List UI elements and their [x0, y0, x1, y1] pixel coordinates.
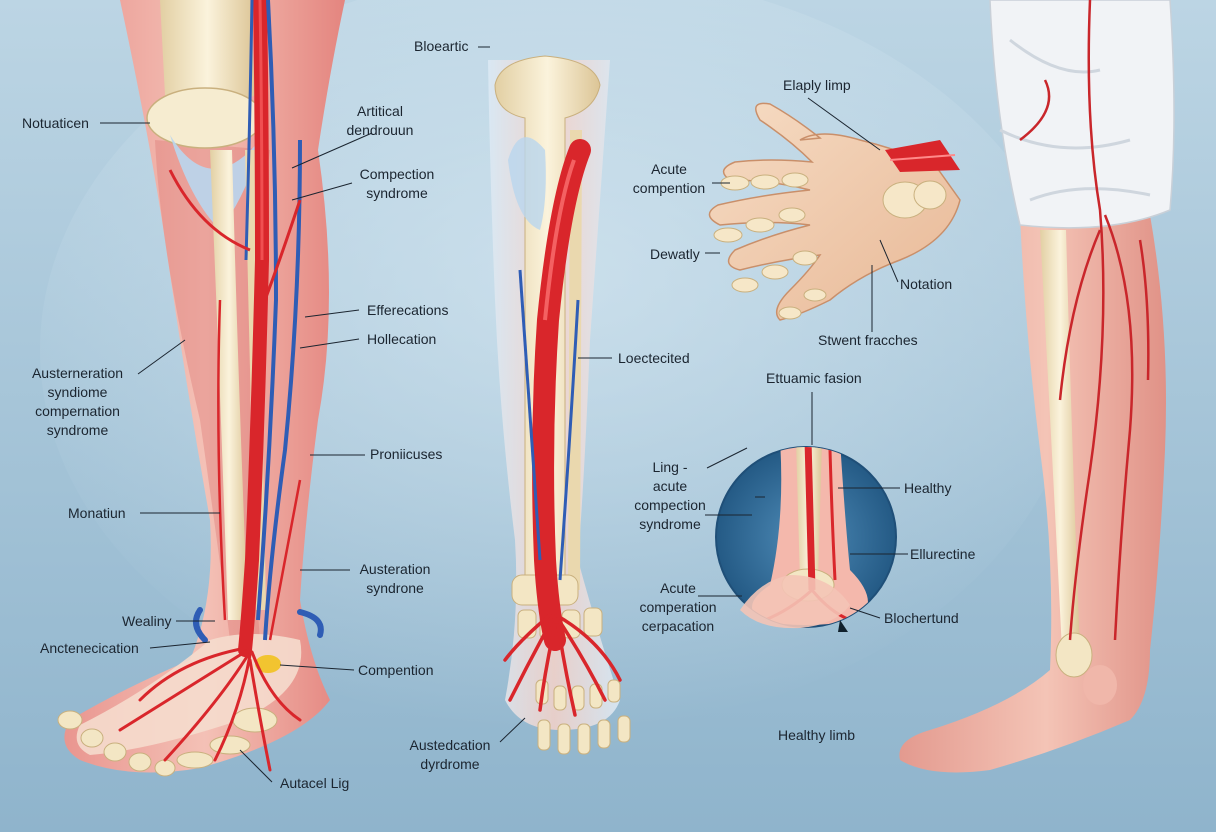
label-notuaticen: Notuaticen	[22, 115, 89, 131]
label-healthy-limb: Healthy limb	[778, 727, 856, 743]
hand-illustration	[708, 102, 961, 321]
label-bloeartic: Bloeartic	[414, 38, 469, 54]
label-compection-syndrome: Compection syndrome	[359, 166, 435, 201]
label-efferecations: Efferecations	[367, 302, 449, 318]
label-dewatly: Dewatly	[650, 246, 700, 262]
left-leg-illustration	[57, 0, 345, 777]
label-monatiun: Monatiun	[68, 505, 126, 521]
leader-lines	[100, 46, 908, 783]
middle-leg-illustration	[488, 55, 631, 755]
label-stwent-fracches: Stwent fracches	[818, 332, 918, 348]
label-acute-compention: Acute compention	[632, 161, 706, 196]
label-notation: Notation	[900, 276, 953, 292]
ankle-inset	[715, 446, 897, 632]
label-ettuamic-fasion: Ettuamic fasion	[766, 370, 862, 386]
label-ling-acute-compection: Ling - acute compection syndrome	[634, 459, 706, 532]
label-artitical-dendrouun: Artitical dendrouun	[346, 103, 414, 138]
label-elaply-limp: Elaply limp	[783, 77, 851, 93]
label-proniicuses: Proniicuses	[370, 446, 443, 462]
label-austerneration-syndiome: Austerneration syndiome compernation syn…	[31, 365, 124, 438]
label-austedcation-dyrdrome: Austedcation dyrdrome	[409, 737, 491, 772]
label-ellurectine: Ellurectine	[910, 546, 976, 562]
label-compention: Compention	[358, 662, 434, 678]
right-leg-illustration	[899, 0, 1175, 773]
label-austeration-syndrone: Austeration syndrone	[359, 561, 431, 596]
label-healthy: Healthy	[904, 480, 952, 496]
label-anctenecication: Anctenecication	[40, 640, 139, 656]
label-blochertund: Blochertund	[884, 610, 959, 626]
label-wealiny: Wealiny	[122, 613, 172, 629]
label-loectecited: Loectecited	[618, 350, 690, 366]
label-acute-comperation: Acute comperation cerpacation	[639, 580, 717, 634]
label-autacel-lig: Autacel Lig	[280, 775, 350, 791]
label-hollecation: Hollecation	[367, 331, 437, 347]
